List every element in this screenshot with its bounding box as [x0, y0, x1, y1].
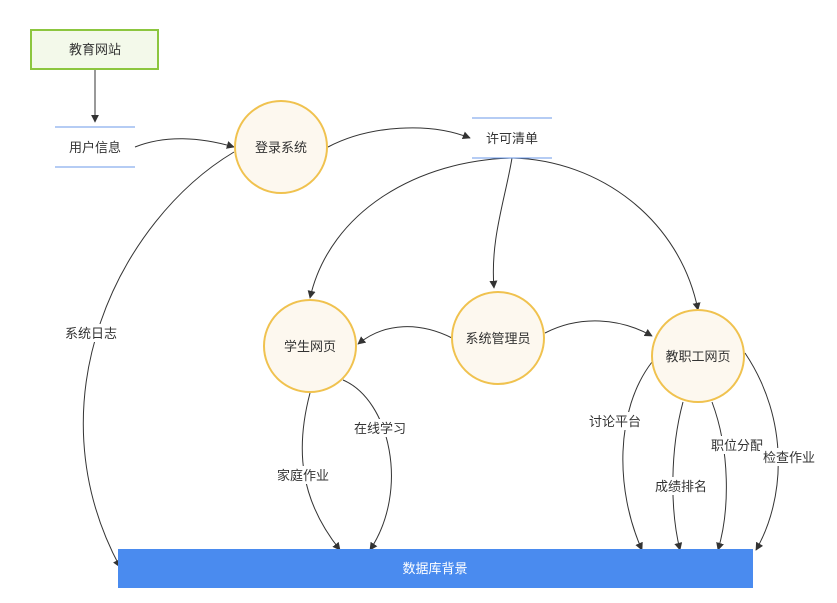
userinfo-label: 用户信息 — [69, 140, 121, 156]
edge-job-assignment — [711, 401, 727, 551]
database-bar — [118, 549, 753, 588]
website-label: 教育网站 — [69, 42, 121, 58]
login-circle — [234, 100, 328, 194]
admin-circle — [451, 291, 545, 385]
admin-label: 系统管理员 — [465, 332, 530, 347]
login-label: 登录系统 — [255, 141, 307, 156]
nodes: 教育网站 用户信息 登录系统 许可清单 学生网页 系统管理员 教职工网页 数据库… — [30, 29, 753, 588]
student-page-circle — [263, 299, 357, 393]
edge-log-login-to-db — [82, 151, 235, 568]
label-online-learning: 在线学习 — [354, 421, 406, 437]
edge-grade-ranking — [672, 401, 684, 551]
edge-admin-to-student — [357, 326, 453, 345]
edge-discussion — [622, 361, 653, 551]
edge-permission-to-admin — [489, 157, 513, 289]
edge-labels: 系统日志 家庭作业 在线学习 讨论平台 成绩排名 职位分配 检查作业 — [62, 324, 818, 495]
database-label: 数据库背景 — [402, 561, 467, 577]
edge-login-to-permission — [327, 127, 471, 148]
label-discussion: 讨论平台 — [589, 415, 641, 430]
edge-permission-to-student — [307, 157, 513, 299]
staff-page-label: 教职工网页 — [665, 349, 730, 365]
label-job-assignment: 职位分配 — [711, 439, 763, 454]
edge-permission-to-staff — [511, 157, 701, 311]
label-system-log: 系统日志 — [65, 327, 117, 342]
student-page-label: 学生网页 — [284, 339, 336, 355]
permission-label: 许可清单 — [486, 132, 538, 147]
label-check-homework: 检查作业 — [763, 451, 815, 466]
website-box — [30, 29, 159, 70]
edge-online-learning — [342, 379, 392, 551]
label-grade-ranking: 成绩排名 — [655, 479, 707, 495]
staff-page-circle — [651, 309, 745, 403]
edge-userinfo-to-login — [134, 138, 235, 149]
edge-admin-to-staff — [544, 320, 653, 337]
label-homework: 家庭作业 — [277, 468, 329, 484]
